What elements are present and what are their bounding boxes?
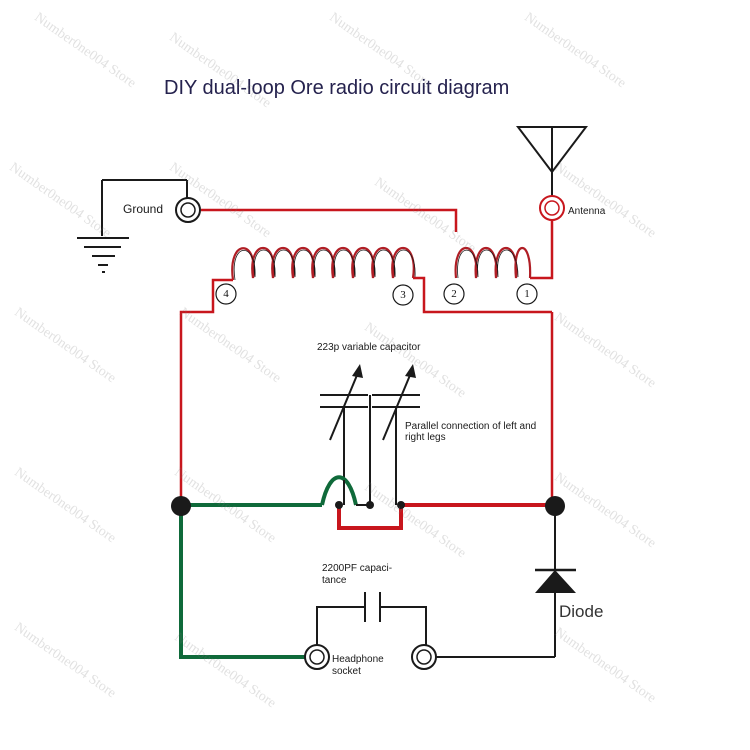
black-cap-leads [343, 480, 397, 505]
antenna-label: Antenna [568, 206, 606, 217]
red-wire-bottom [337, 503, 552, 530]
coil-tap-3: 3 [400, 289, 406, 301]
diagram-title: DIY dual-loop Ore radio circuit diagram [164, 77, 510, 99]
parallel-connection-note: Parallel connection of left and right le… [405, 421, 537, 443]
fixed-capacitor [316, 592, 427, 647]
diode-label: Diode [559, 602, 604, 621]
ground-symbol [77, 179, 188, 273]
coil-tap-4: 4 [223, 288, 229, 300]
green-wire [179, 475, 358, 659]
diode [535, 506, 576, 657]
coil-tap-1: 1 [524, 288, 530, 300]
variable-capacitor-arrows [352, 364, 416, 378]
headphone-socket-label: Headphone socket [332, 654, 384, 677]
red-wire-top [201, 208, 554, 280]
coil-right [454, 247, 532, 279]
coil-tap-2: 2 [451, 288, 457, 300]
antenna-terminal [539, 195, 565, 221]
coil-left [231, 247, 415, 281]
variable-capacitor-label: 223p variable capacitor [317, 342, 421, 353]
tap-markers [215, 283, 538, 306]
ground-terminal [175, 197, 201, 223]
fixed-capacitor-label: 2200PF capaci-tance [322, 563, 393, 586]
headphone-socket [304, 644, 555, 670]
coil-right-outline [457, 249, 519, 279]
coil-leads [179, 276, 554, 505]
ground-label: Ground [123, 202, 164, 216]
antenna-symbol [515, 126, 589, 196]
coil-left-outline [233, 249, 416, 281]
variable-capacitor [320, 367, 420, 505]
